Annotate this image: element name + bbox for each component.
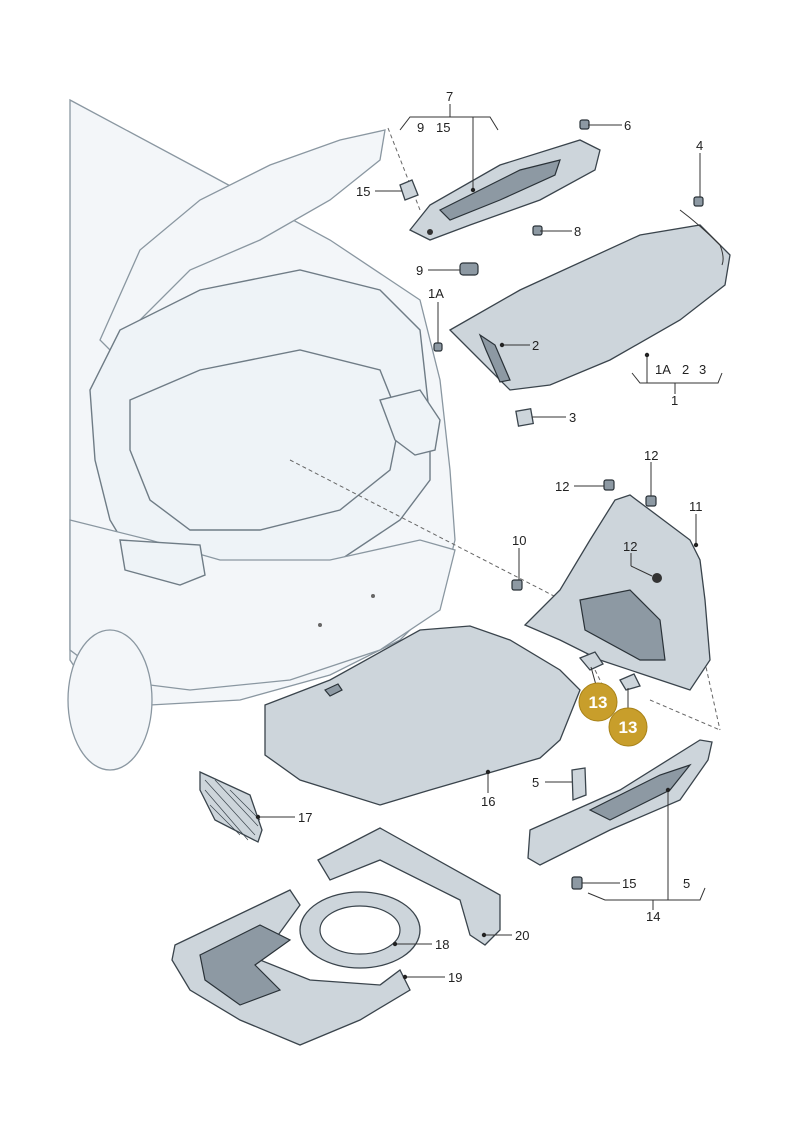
label-12-inner: 12 (623, 539, 637, 554)
label-20: 20 (515, 928, 529, 943)
label-1: 1 (671, 393, 678, 408)
label-12-left: 12 (555, 479, 569, 494)
part-14-sill-trim (527, 739, 713, 866)
label-9: 9 (416, 263, 423, 278)
part-10-clip (511, 579, 523, 591)
label-14: 14 (646, 909, 660, 924)
part-3-mount (515, 407, 535, 427)
part-5-bracket (571, 767, 587, 801)
part-6-bolt (579, 119, 590, 130)
label-16: 16 (481, 794, 495, 809)
label-12-top: 12 (644, 448, 658, 463)
part-18-ring (299, 891, 421, 969)
part-7-bracket (408, 139, 601, 241)
label-19: 19 (448, 970, 462, 985)
label-9-group: 9 (417, 120, 424, 135)
part-15-clip-lower (571, 876, 583, 890)
label-8: 8 (574, 224, 581, 239)
highlight-callout-13-a[interactable]: 13 (578, 682, 618, 722)
label-6: 6 (624, 118, 631, 133)
highlight-callout-13-b[interactable]: 13 (608, 707, 648, 747)
part-1A-pivot (433, 342, 443, 352)
highlight-13-b-text: 13 (619, 718, 638, 737)
part-12-clip-b (645, 495, 657, 507)
car-body (67, 98, 456, 771)
part-17-net (199, 770, 263, 843)
leader-lines (255, 104, 723, 980)
part-19-tray (171, 889, 411, 1046)
label-15-group: 15 (436, 120, 450, 135)
label-3: 3 (569, 410, 576, 425)
label-11: 11 (689, 499, 703, 514)
part-4-screw (693, 196, 704, 207)
part-labels: 7 9 15 6 4 15 8 9 1A 2 1A 2 3 1 3 12 12 … (298, 89, 706, 985)
part-15-clip (399, 179, 419, 201)
part-12-clip-a (603, 479, 615, 491)
label-2-group: 2 (682, 362, 689, 377)
part-20-foam-insert (317, 827, 501, 946)
label-7: 7 (446, 89, 453, 104)
label-17: 17 (298, 810, 312, 825)
label-2: 2 (532, 338, 539, 353)
label-5-upper: 5 (532, 775, 539, 790)
label-18: 18 (435, 937, 449, 952)
label-4: 4 (696, 138, 703, 153)
label-5-lower: 5 (683, 876, 690, 891)
label-15-lower: 15 (622, 876, 636, 891)
label-3-group: 3 (699, 362, 706, 377)
label-1A: 1A (428, 286, 444, 301)
label-15: 15 (356, 184, 370, 199)
part-16-floor-covering (264, 625, 581, 806)
part-1-parcel-shelf (448, 209, 731, 391)
part-13-hooks (578, 651, 641, 691)
part-11-side-trim (523, 494, 711, 691)
highlight-13-a-text: 13 (589, 693, 608, 712)
label-10: 10 (512, 533, 526, 548)
label-1A-group: 1A (655, 362, 671, 377)
part-9-buffer (459, 262, 479, 276)
